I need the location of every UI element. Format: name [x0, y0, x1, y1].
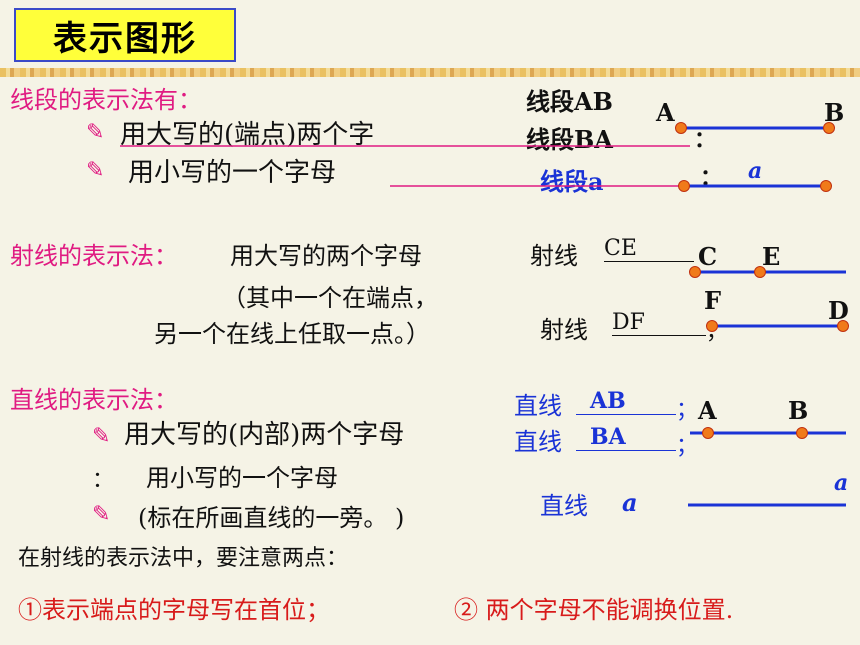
notice-intro: 在射线的表示法中，要注意两点： — [18, 546, 349, 571]
segment-heading: 线段的表示法有： — [10, 86, 202, 114]
decorative-band — [0, 68, 860, 77]
bullet-icon: ✎ — [86, 158, 105, 183]
point-dot — [820, 180, 832, 192]
segment-label-a-lower: a — [748, 158, 763, 184]
colon: ： — [694, 127, 717, 153]
point-dot — [689, 266, 701, 278]
ray-example-2-value: DF — [612, 310, 706, 336]
bullet-icon: ✎ — [86, 120, 105, 145]
point-label-e: E — [762, 242, 781, 271]
ray-example-2-prefix: 射线 — [540, 316, 588, 344]
point-dot — [754, 266, 766, 278]
line-heading: 直线的表示法： — [10, 386, 178, 414]
segment-example-a: 线段a — [540, 167, 604, 196]
point-dot — [675, 122, 687, 134]
segment-method-1: 用大写的(端点)两个字 — [120, 120, 375, 150]
point-label-c: C — [698, 242, 718, 271]
ray-note-1: （其中一个在端点， — [222, 284, 438, 312]
point-label-a: A — [656, 98, 675, 127]
semicolon: ； — [676, 434, 699, 459]
point-dot — [706, 320, 718, 332]
line-method-2: 用小写的一个字母 — [146, 464, 338, 492]
colon: ： — [92, 468, 115, 493]
ray-heading: 射线的表示法： — [10, 242, 178, 270]
ray-method: 用大写的两个字母 — [230, 242, 422, 270]
notice-point-2: ② 两个字母不能调换位置. — [454, 596, 734, 624]
bullet-icon: ✎ — [92, 502, 111, 527]
semicolon: ； — [676, 398, 699, 423]
line-example-ab: AB — [576, 388, 676, 415]
line-example-ba: BA — [576, 424, 676, 451]
line-example-ba-prefix: 直线 — [514, 428, 562, 456]
point-dot — [823, 122, 835, 134]
line-label-a-lower: a — [834, 470, 849, 496]
line-example-a-prefix: 直线 — [540, 492, 588, 520]
ray-note-2: 另一个在线上任取一点。） — [154, 320, 430, 348]
notice-point-1: ①表示端点的字母写在首位； — [18, 596, 330, 624]
point-dot — [796, 427, 808, 439]
point-label-b: B — [788, 396, 809, 425]
segment-example-ba: 线段BA — [526, 125, 613, 154]
point-label-d: D — [828, 296, 849, 325]
line-method-2-note: (标在所画直线的一旁。 ) — [138, 504, 405, 532]
point-dot — [837, 320, 849, 332]
line-example-a: a — [622, 488, 638, 517]
ray-example-1-value: CE — [604, 236, 694, 262]
line-example-ab-prefix: 直线 — [514, 392, 562, 420]
point-label-f: F — [704, 286, 722, 315]
segment-example-ab: 线段AB — [526, 87, 613, 116]
point-dot — [702, 427, 714, 439]
page-title: 表示图形 — [14, 8, 236, 62]
segment-method-2: 用小写的一个字母 — [128, 158, 337, 188]
point-dot — [678, 180, 690, 192]
point-label-b: B — [824, 98, 845, 127]
bullet-icon: ✎ — [92, 424, 111, 449]
point-label-a: A — [698, 396, 717, 425]
ray-example-1-prefix: 射线 — [530, 242, 578, 270]
line-method-1: 用大写的(内部)两个字母 — [124, 420, 405, 450]
